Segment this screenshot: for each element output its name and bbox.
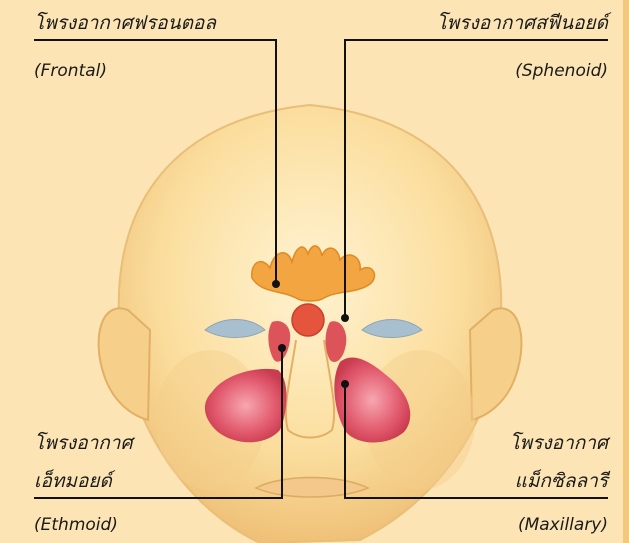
frontal-label-english: (Frontal) — [34, 60, 107, 82]
leader-dot-frontal — [272, 280, 280, 288]
right-ear — [470, 308, 521, 420]
sphenoid-label-english: (Sphenoid) — [515, 60, 608, 82]
sphenoid-sinus — [292, 304, 324, 336]
ethmoid-label-english: (Ethmoid) — [34, 514, 118, 536]
maxillary-label-thai-line1: โพรงอากาศ — [509, 432, 608, 454]
leader-dot-maxillary — [341, 380, 349, 388]
maxillary-label-english: (Maxillary) — [518, 514, 608, 536]
ethmoid-label-thai-line1: โพรงอากาศ — [34, 432, 133, 454]
ethmoid-label-thai-line2: เอ็ทมอยด์ — [34, 470, 112, 492]
frontal-label-thai: โพรงอากาศฟรอนตอล — [34, 12, 216, 34]
right-border — [623, 0, 629, 543]
maxillary-label-thai-line2: แม็กซิลลารี — [515, 470, 608, 492]
leader-dot-sphenoid — [341, 314, 349, 322]
leader-dot-ethmoid — [278, 344, 286, 352]
sphenoid-label-thai: โพรงอากาศสฟีนอยด์ — [437, 12, 608, 34]
left-ear — [99, 308, 150, 420]
